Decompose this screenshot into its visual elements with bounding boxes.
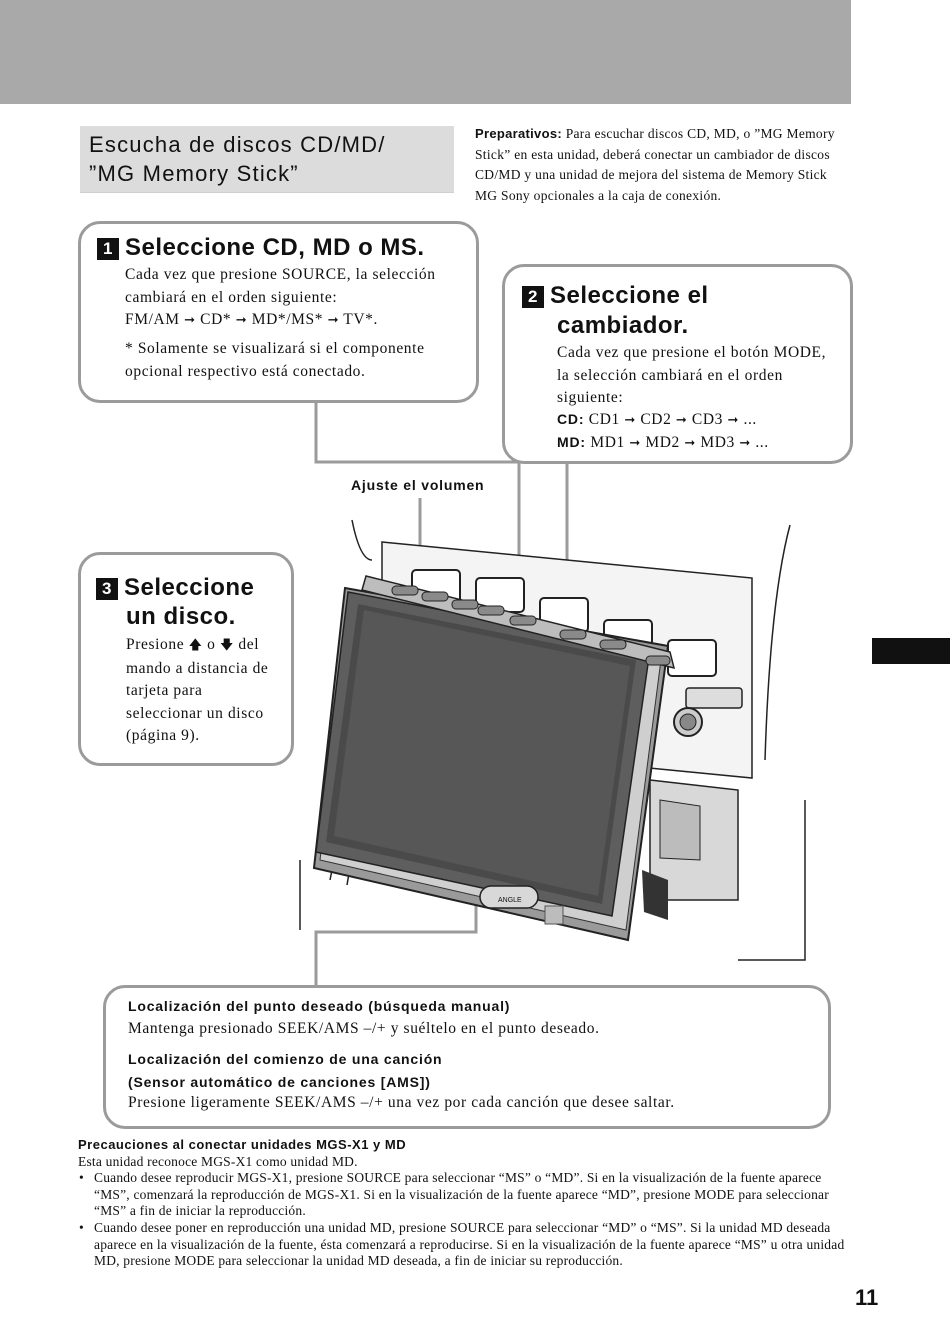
list-item: Cuando desee poner en reproducción una u… <box>78 1220 848 1270</box>
dashboard <box>299 519 806 961</box>
step2-cd-2: CD3 <box>691 411 723 428</box>
connector-step1 <box>314 398 521 625</box>
step1-seq-2: MD*/MS* <box>251 311 324 328</box>
step2-number: 2 <box>522 285 544 308</box>
right-arrow-icon: ➞ <box>184 313 196 328</box>
preparation-paragraph: Preparativos: Para escuchar discos CD, M… <box>475 124 835 206</box>
right-arrow-icon: ➞ <box>235 313 248 328</box>
step2-md-1: MD2 <box>645 434 680 451</box>
step2-cd-0: CD1 <box>588 411 620 428</box>
step1-seq-1: CD* <box>200 311 232 328</box>
notes-list: Cuando desee reproducir MGS-X1, presione… <box>78 1170 848 1270</box>
step2-title: 2 Seleccione el <box>522 281 709 310</box>
step2-cd-label: CD: <box>557 411 585 427</box>
seek-text1: Mantenga presionado SEEK/AMS –/+ y suélt… <box>128 1020 600 1037</box>
up-arrow-icon: 🡅 <box>188 638 203 653</box>
step2-callout: 2 Seleccione el cambiador. Cada vez que p… <box>502 264 853 464</box>
step1-seq-0: FM/AM <box>125 311 180 328</box>
step3-title-line2: un disco. <box>126 603 236 630</box>
step2-title-line2: cambiador. <box>557 312 689 339</box>
step3-text-before: Presione <box>126 636 185 653</box>
notes-intro: Esta unidad reconoce MGS-X1 como unidad … <box>78 1153 358 1169</box>
step2-cd-sequence: CD: CD1 ➞ CD2 ➞ CD3 ➞ ... <box>557 408 847 433</box>
step2-cd-3: ... <box>743 411 757 428</box>
step1-title: 1 Seleccione CD, MD o MS. <box>97 233 425 262</box>
volume-label: Ajuste el volumen <box>351 477 485 493</box>
seek-callout: Localización del punto deseado (búsqueda… <box>103 985 831 1129</box>
right-arrow-icon: ➞ <box>739 436 751 451</box>
step2-title-line1: Seleccione el <box>550 282 709 309</box>
step1-text: Cada vez que presione SOURCE, la selecci… <box>125 264 455 333</box>
seek-heading2-line1: Localización del comienzo de una canción <box>128 1051 443 1067</box>
section-title-line1: Escucha de discos CD/MD/ <box>89 132 386 157</box>
right-arrow-icon: ➞ <box>684 436 696 451</box>
notes-section: Precauciones al conectar unidades MGS-X1… <box>78 1137 848 1270</box>
section-tab <box>872 638 950 664</box>
step2-md-sequence: MD: MD1 ➞ MD2 ➞ MD3 ➞ ... <box>557 431 847 456</box>
step2-md-0: MD1 <box>590 434 625 451</box>
header-bar <box>0 0 851 104</box>
step3-text: Presione 🡅 o 🡇 del mando a distancia de … <box>126 634 276 748</box>
right-arrow-icon: ➞ <box>727 413 739 428</box>
step1-description: Cada vez que presione SOURCE, la selecci… <box>125 266 436 306</box>
list-item: Cuando desee reproducir MGS-X1, presione… <box>78 1170 848 1220</box>
right-arrow-icon: ➞ <box>629 436 641 451</box>
angle-button-label: ANGLE <box>498 897 522 904</box>
preparation-label: Preparativos: <box>475 126 562 141</box>
step3-title: 3 Seleccione <box>96 573 254 602</box>
seek-heading2-line2: (Sensor automático de canciones [AMS]) <box>128 1074 431 1090</box>
down-arrow-icon: 🡇 <box>219 638 234 653</box>
page-number: 11 <box>855 1285 879 1310</box>
right-arrow-icon: ➞ <box>675 413 688 428</box>
section-title: Escucha de discos CD/MD/ ”MG Memory Stic… <box>80 126 454 193</box>
step3-text-mid: o <box>207 636 216 653</box>
step3-text-after: del mando a distancia de tarjeta para se… <box>126 636 269 744</box>
step3-callout: 3 Seleccione un disco. Presione 🡅 o 🡇 del… <box>78 552 294 766</box>
step2-md-label: MD: <box>557 434 586 450</box>
step2-cd-1: CD2 <box>640 411 672 428</box>
preparation-text: Para escuchar discos CD, MD, o ”MG Memor… <box>475 126 835 203</box>
monitor: ANGLE <box>312 575 676 942</box>
right-arrow-icon: ➞ <box>327 313 340 328</box>
step1-seq-3: TV*. <box>343 311 378 328</box>
seek-text2: Presione ligeramente SEEK/AMS –/+ una ve… <box>128 1094 675 1111</box>
notes-heading: Precauciones al conectar unidades MGS-X1… <box>78 1137 407 1152</box>
step2-md-2: MD3 <box>700 434 735 451</box>
connector-seek <box>314 897 478 986</box>
step1-note: * Solamente se visualizará si el compone… <box>125 340 425 380</box>
step2-text: Cada vez que presione el botón MODE, la … <box>557 344 827 406</box>
step3-title-line1: Seleccione <box>124 574 255 601</box>
step3-number: 3 <box>96 577 118 600</box>
step1-callout: 1 Seleccione CD, MD o MS. Cada vez que pr… <box>78 221 479 403</box>
right-arrow-icon: ➞ <box>624 413 636 428</box>
step1-number: 1 <box>97 237 119 260</box>
step1-title-text: Seleccione CD, MD o MS. <box>125 234 425 261</box>
step2-md-3: ... <box>755 434 769 451</box>
section-title-line2: ”MG Memory Stick” <box>89 161 299 186</box>
seek-heading1: Localización del punto deseado (búsqueda… <box>128 998 511 1014</box>
